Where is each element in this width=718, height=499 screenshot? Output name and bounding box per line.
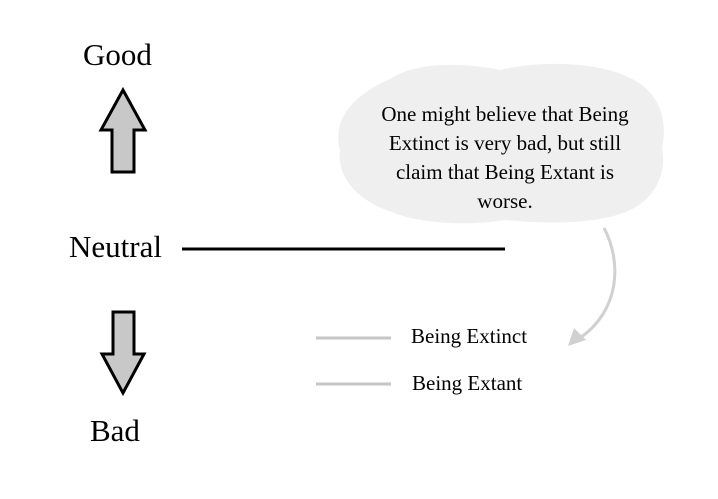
up-arrow-icon <box>98 86 148 174</box>
scale-label-bad: Bad <box>90 413 140 448</box>
down-arrow-icon <box>99 310 147 397</box>
scale-label-neutral: Neutral <box>69 229 162 264</box>
legend-label-extinct: Being Extinct <box>411 324 528 348</box>
pointer-arrow <box>579 227 617 340</box>
pointer-arrowhead-icon <box>568 328 586 346</box>
legend-label-extant: Being Extant <box>412 371 523 395</box>
scale-label-good: Good <box>83 37 152 72</box>
thought-bubble-text: One might believe that Being Extinct is … <box>381 102 629 213</box>
thought-bubble <box>338 63 664 224</box>
